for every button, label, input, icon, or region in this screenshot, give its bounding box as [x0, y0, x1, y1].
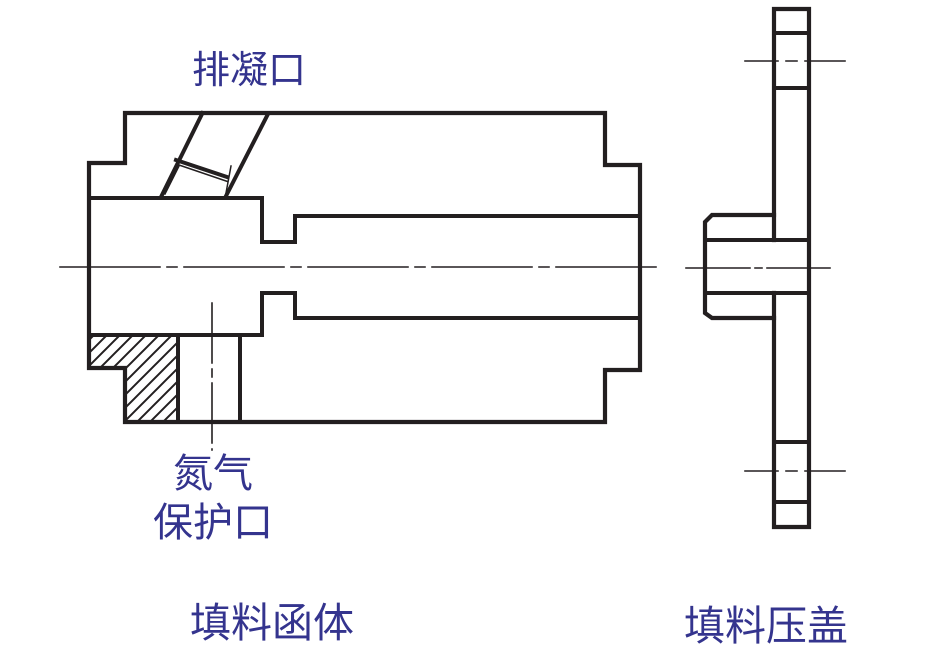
stuffing-box-body-caption: 填料函体	[190, 599, 354, 647]
gland-bolt-hole-lines	[772, 31, 811, 504]
drain-port-lines	[158, 110, 271, 200]
body-outline	[86, 110, 643, 425]
nitrogen-port-channel	[176, 333, 242, 424]
central-bore-lines	[293, 214, 642, 320]
nitrogen-port-label-line1: 氮气	[173, 451, 253, 497]
nitrogen-port-label: 氮气 保护口	[153, 450, 273, 548]
nitrogen-port-label-line2: 保护口	[153, 500, 273, 546]
drain-port-label: 排凝口	[191, 48, 307, 92]
packing-gland-caption: 填料压盖	[684, 602, 848, 650]
drain-port-thread-lines	[163, 163, 232, 196]
neck-passage-lines	[260, 240, 297, 295]
stuffing-box-body-view	[59, 110, 661, 451]
packing-gland-view	[685, 6, 846, 530]
gland-hub-outline	[702, 212, 777, 321]
packing-chamber-lines	[87, 196, 264, 337]
gland-bore-lines	[703, 238, 811, 295]
section-hatch-area	[89, 335, 178, 420]
